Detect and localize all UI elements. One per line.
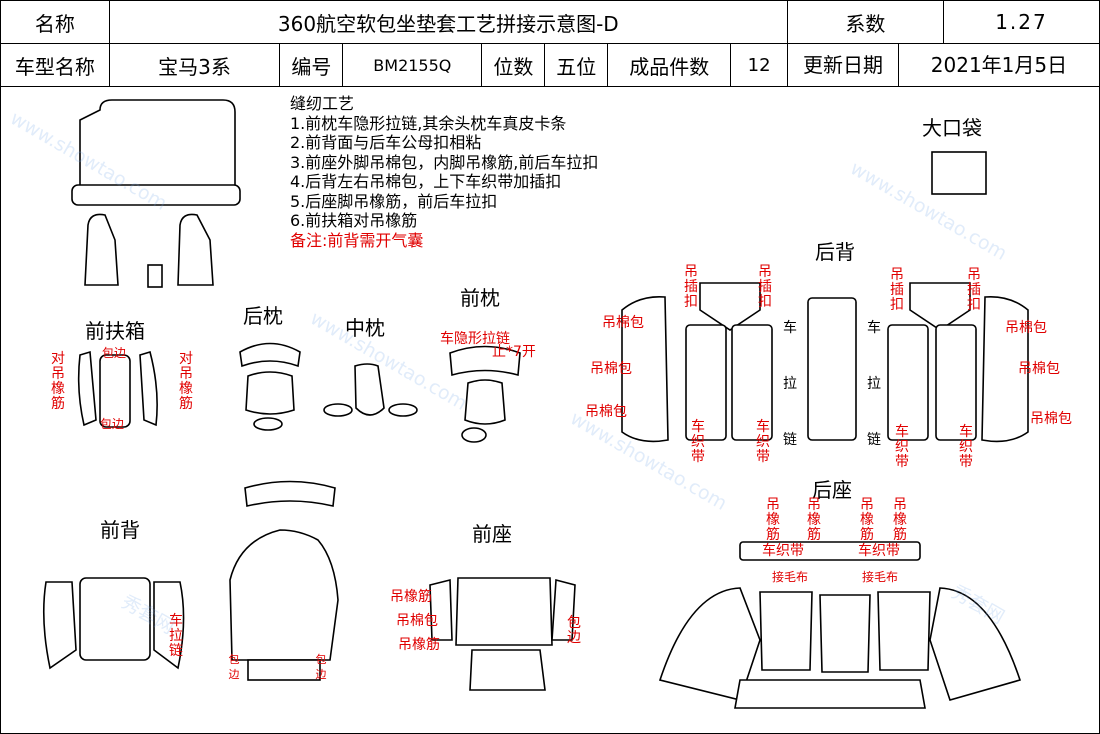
date-cell: 更新日期 2021年1月5日 xyxy=(786,43,1100,87)
date-value: 2021年1月5日 xyxy=(930,53,1068,77)
middle-pillow-pattern xyxy=(323,363,418,417)
seat-overview-icon xyxy=(71,99,241,288)
date-label: 更新日期 xyxy=(788,44,899,86)
hang-elastic-note: 吊橡筋 xyxy=(390,589,432,605)
middle-pillow-label: 中枕 xyxy=(345,316,385,340)
hang-elastic-note: 吊橡筋 xyxy=(398,637,440,653)
coef-label: 系数 xyxy=(786,0,944,44)
zipper-note: 车拉链 xyxy=(169,613,183,659)
hang-elastic-note: 吊橡筋 xyxy=(893,497,907,543)
hidden-zipper-note: 车隐形拉链 xyxy=(440,331,510,347)
hang-elastic-note: 吊橡筋 xyxy=(766,497,780,543)
front-back-pattern xyxy=(42,480,339,681)
webbing-note: 车织带 xyxy=(895,424,909,470)
rear-pillow-pattern xyxy=(239,342,301,431)
pieces-label: 成品件数 xyxy=(607,43,732,87)
front-seat-pattern xyxy=(429,577,576,691)
craft-step: 6.前扶箱对吊橡筋 xyxy=(290,211,418,230)
edge-wrap-note: 包边 xyxy=(567,615,581,646)
craft-title: 缝纫工艺 xyxy=(290,94,355,113)
pair-elastic-note: 对吊橡筋 xyxy=(179,351,193,412)
webbing-rear-note: 车织带 xyxy=(858,543,900,559)
edge-wrap-note: 包边 xyxy=(100,417,125,431)
webbing-note: 车织带 xyxy=(691,419,705,465)
model-label: 车型名称 xyxy=(0,43,110,87)
pair-elastic-note: 对吊橡筋 xyxy=(51,351,65,412)
front-armrest-label: 前扶箱 xyxy=(85,319,145,343)
edge-wrap-note: 包边 xyxy=(315,653,327,681)
hang-cotton-note: 吊棉包 xyxy=(590,361,632,377)
document-title: 360航空软包坐垫套工艺拼接示意图-D xyxy=(108,0,788,44)
hang-insert-buckle-note: 吊插扣 xyxy=(967,267,981,313)
zipper-note: 车拉链 xyxy=(783,320,797,448)
craft-step: 1.前枕车隐形拉链,其余头枕车真皮卡条 xyxy=(290,113,567,133)
hang-insert-buckle-note: 吊插扣 xyxy=(890,267,904,313)
hang-elastic-note: 吊橡筋 xyxy=(807,497,821,543)
craft-step: 2.前背面与后车公母扣相粘 xyxy=(290,133,482,152)
rear-seat-label: 后座 xyxy=(812,478,852,502)
front-pillow-pattern xyxy=(449,345,521,443)
big-pocket-label: 大口袋 xyxy=(922,116,982,140)
edge-wrap-note: 包边 xyxy=(228,653,240,681)
seats-value: 五位 xyxy=(544,43,609,87)
rear-seat-pattern xyxy=(658,541,1022,709)
craft-instructions: 缝纫工艺 1.前枕车隐形拉链,其余头枕车真皮卡条 2.前背面与后车公母扣相粘 3… xyxy=(290,94,598,250)
code-label: 编号 xyxy=(279,43,344,87)
craft-step: 5.后座脚吊橡筋，前后车拉扣 xyxy=(290,191,498,211)
hang-cotton-note: 吊棉包 xyxy=(1030,411,1072,427)
front-seat-label: 前座 xyxy=(472,522,512,546)
front-armrest-pattern xyxy=(77,350,158,428)
hang-cotton-note: 吊棉包 xyxy=(1005,320,1047,336)
hang-elastic-note: 吊橡筋 xyxy=(860,497,874,543)
front-pillow-label: 前枕 xyxy=(460,286,500,310)
pieces-value: 12 xyxy=(730,43,788,87)
joint-wool-note: 接毛布 xyxy=(772,570,809,584)
hang-cotton-note: 吊棉包 xyxy=(1018,361,1060,377)
front-back-label: 前背 xyxy=(100,518,140,542)
stop-open-note: 止*7开 xyxy=(492,344,536,360)
craft-note: 备注:前背需开气囊 xyxy=(290,230,424,250)
coef-value: 1.27 xyxy=(942,0,1100,44)
hang-insert-buckle-note: 吊插扣 xyxy=(684,264,698,310)
hang-cotton-note: 吊棉包 xyxy=(585,404,627,420)
header-table: 名称 360航空软包坐垫套工艺拼接示意图-D 系数 1.27 车型名称 宝马3系… xyxy=(0,0,1100,87)
rear-back-label: 后背 xyxy=(815,240,855,264)
big-pocket-shape xyxy=(931,151,987,195)
webbing-rear-note: 车织带 xyxy=(762,543,804,559)
webbing-note: 车织带 xyxy=(756,419,770,465)
zipper-note: 车拉链 xyxy=(867,320,881,448)
edge-wrap-note: 包边 xyxy=(102,346,127,360)
hang-insert-buckle-note: 吊插扣 xyxy=(758,264,772,310)
hang-cotton-note: 吊棉包 xyxy=(396,613,438,629)
rear-back-pattern xyxy=(621,282,1029,443)
craft-step: 4.后背左右吊棉包，上下车织带加插扣 xyxy=(290,172,562,191)
webbing-note: 车织带 xyxy=(959,424,973,470)
model-value: 宝马3系 xyxy=(108,43,281,87)
rear-pillow-label: 后枕 xyxy=(243,304,283,328)
seats-label: 位数 xyxy=(481,43,546,87)
joint-wool-note: 接毛布 xyxy=(862,570,899,584)
craft-step: 3.前座外脚吊棉包，内脚吊橡筋,前后车拉扣 xyxy=(290,152,599,172)
code-value: BM2155Q xyxy=(342,43,483,87)
hang-cotton-note: 吊棉包 xyxy=(602,315,644,331)
